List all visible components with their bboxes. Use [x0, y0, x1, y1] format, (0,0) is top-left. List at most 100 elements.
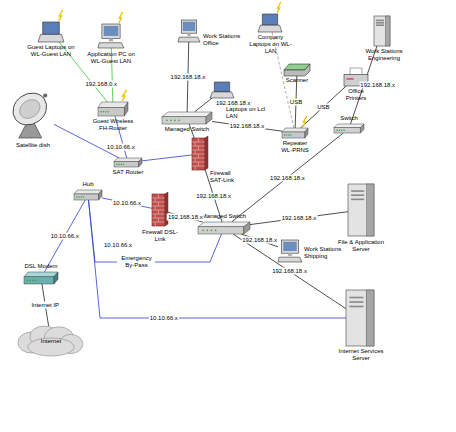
router-node: SAT Router — [114, 158, 142, 167]
link-label: 10.10.66.x — [112, 200, 142, 207]
dish-node: Satellite dish — [10, 88, 54, 138]
pc-node: Work Stations Office — [178, 20, 200, 42]
switch-icon — [198, 222, 250, 234]
pc-icon — [278, 240, 302, 262]
wireless-bolt — [59, 10, 63, 21]
laptop-base — [38, 34, 64, 42]
router-top — [98, 102, 128, 108]
switch-light — [211, 230, 213, 232]
network-link — [88, 200, 346, 318]
switch-side — [244, 222, 250, 234]
switch-node: Managed Switch — [198, 222, 250, 234]
dish-reflector — [7, 87, 53, 132]
switch-light — [336, 130, 338, 132]
router-light — [120, 164, 122, 166]
link-label: 192.168.0.x — [85, 81, 118, 88]
device-label: SAT Router — [110, 169, 146, 176]
firewall-side — [205, 136, 208, 170]
printer-band — [346, 78, 353, 80]
router-node: Guest Wireless FH-Router — [98, 102, 128, 116]
switch-light — [202, 230, 204, 232]
switch-icon — [162, 112, 212, 124]
pc-node: Work Stations Shipping — [278, 240, 302, 262]
device-label: Scanner — [280, 77, 314, 84]
laptop-base — [210, 92, 234, 98]
tower-side — [367, 184, 374, 236]
monitor-stand — [288, 253, 292, 256]
modem-front — [24, 277, 54, 284]
device-label: File & Application Server — [336, 239, 386, 253]
router-front — [282, 132, 305, 138]
dish-horn — [43, 94, 47, 98]
link-label: USB — [316, 104, 330, 111]
brick-joint — [198, 138, 199, 142]
router-icon — [98, 102, 128, 116]
hub-light — [76, 196, 78, 198]
network-link — [44, 200, 85, 272]
switch-light — [207, 230, 209, 232]
hub-side — [99, 190, 102, 200]
router-light — [290, 134, 292, 136]
network-link — [195, 98, 213, 112]
modem-icon — [24, 272, 58, 284]
switch-top — [334, 124, 364, 128]
switch-top — [162, 112, 212, 117]
firewall-node: Firewall SAT-Link — [192, 138, 208, 170]
drive-slot — [351, 190, 364, 192]
link-label: 192.168.18.x — [241, 237, 278, 244]
device-label: Office Printers — [341, 88, 371, 102]
scanner-base — [284, 64, 310, 76]
switch-front — [334, 128, 360, 133]
keyboard — [98, 43, 124, 48]
switch-light — [215, 230, 217, 232]
hub-light — [80, 196, 82, 198]
monitor-body — [181, 20, 196, 33]
laptop-node: Company Laptops on WL-LAN — [258, 14, 282, 32]
wireless-bolt — [277, 2, 281, 13]
brick-joint — [198, 162, 199, 166]
scanner-icon — [284, 64, 310, 76]
link-label: 192.168.18.x — [167, 214, 204, 221]
link-label: 192.168.18.x — [271, 268, 308, 275]
device-label: Work Stations Engineering — [362, 48, 406, 62]
drive-slot — [349, 306, 363, 308]
keyboard — [278, 257, 302, 262]
network-link — [241, 234, 278, 247]
firewall-icon — [152, 194, 168, 226]
drive-slot — [376, 22, 384, 24]
tower-side — [366, 290, 374, 346]
link-label: 10.10.66.x — [106, 144, 136, 151]
modem-light — [29, 280, 31, 282]
switch-light — [174, 120, 176, 122]
router-side — [139, 158, 142, 167]
router-side — [305, 128, 308, 138]
device-label: Repeater WL-PRNS — [277, 140, 313, 154]
link-label: Emergency By-Pass — [117, 255, 155, 269]
dish-icon — [10, 88, 54, 138]
switch-light — [343, 130, 345, 132]
link-label: 192.168.18.x — [229, 123, 266, 130]
device-label: Satellite dish — [8, 142, 58, 149]
switch-light — [170, 120, 172, 122]
monitor-stand — [109, 38, 113, 41]
brick-joint — [155, 222, 156, 226]
wireless-bolt — [119, 12, 123, 23]
brick-joint — [155, 198, 156, 202]
device-label: Guest Laptops on WL-Guest LAN — [26, 44, 76, 58]
router-light — [116, 164, 118, 166]
monitor-body — [282, 240, 299, 253]
drive-slot — [351, 199, 364, 201]
firewall-node: Firewall DSL-Link — [152, 194, 168, 226]
link-label: 10.10.66.x — [149, 315, 179, 322]
switch-light — [341, 130, 343, 132]
device-label: Work Stations Office — [203, 33, 243, 47]
tower-icon — [374, 16, 390, 46]
tower-body — [348, 184, 374, 236]
hub-node: Hub — [74, 190, 102, 200]
switch-light — [166, 120, 168, 122]
device-label: Managed Switch — [196, 213, 252, 220]
router-light — [123, 164, 125, 166]
modem-node: DSL Modem — [24, 272, 58, 284]
link-label: 192.168.18.x — [195, 193, 232, 200]
